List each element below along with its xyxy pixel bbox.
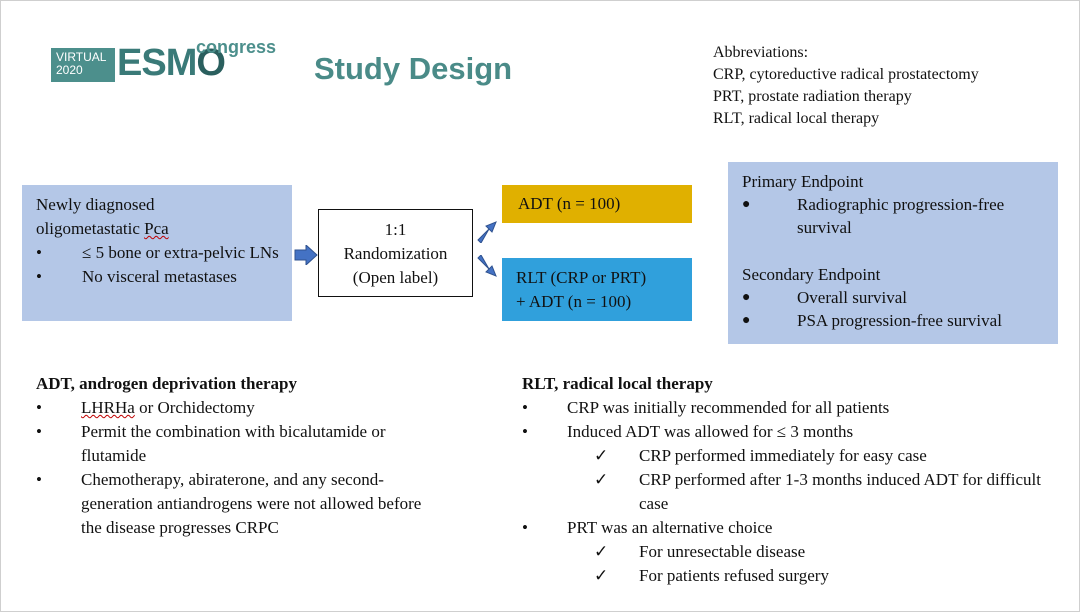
bullet-dot: •: [522, 518, 528, 537]
population-line2: oligometastatic Pca: [36, 217, 292, 241]
list-item-text: Permit the combination with bicalutamide…: [81, 422, 386, 465]
secondary-endpoint-text: Overall survival: [797, 288, 907, 307]
right-arrow-icon: [294, 245, 318, 265]
check-icon: ✓: [594, 566, 609, 585]
esmo-logo-wordmark: ESMO: [117, 41, 226, 85]
population-line2-text: oligometastatic: [36, 219, 145, 238]
population-line1: Newly diagnosed: [36, 195, 155, 214]
adt-section: ADT, androgen deprivation therapy • LHRH…: [36, 372, 476, 540]
check-item: ✓ For unresectable disease: [522, 540, 1052, 564]
abbreviation-prt: PRT, prostate radiation therapy: [713, 88, 912, 105]
bullet-dot: ●: [742, 313, 751, 328]
rlt-section: RLT, radical local therapy • CRP was ini…: [522, 372, 1052, 588]
bullet-dot: •: [36, 267, 42, 286]
list-item: • CRP was initially recommended for all …: [522, 396, 1052, 420]
bullet-dot: •: [36, 470, 42, 489]
check-item-text: For unresectable disease: [639, 542, 806, 561]
up-right-arrow-icon: [477, 221, 497, 243]
logo-esmo-es: ES: [117, 42, 167, 84]
list-item: • Chemotherapy, abiraterone, and any sec…: [36, 468, 476, 540]
rlt-arm-box: RLT (CRP or PRT) + ADT (n = 100): [502, 258, 692, 321]
check-item: ✓ For patients refused surgery: [522, 564, 1052, 588]
list-item: • Permit the combination with bicalutami…: [36, 420, 476, 468]
randomization-label: Randomization: [343, 244, 448, 263]
slide-title: Study Design: [314, 51, 513, 86]
list-item-text: CRP was initially recommended for all pa…: [567, 398, 890, 417]
abbreviation-rlt: RLT, radical local therapy: [713, 110, 880, 127]
list-item: • PRT was an alternative choice: [522, 516, 1052, 540]
check-item: ✓ CRP performed after 1-3 months induced…: [522, 468, 1052, 516]
down-right-arrow-icon: [477, 255, 497, 277]
check-item-text: CRP performed after 1-3 months induced A…: [639, 470, 1041, 513]
list-item-rest: or Orchidectomy: [134, 398, 255, 417]
list-item: • Induced ADT was allowed for ≤ 3 months: [522, 420, 1052, 444]
list-item-text: Chemotherapy, abiraterone, and any secon…: [81, 470, 422, 537]
abbreviations-block: Abbreviations: CRP, cytoreductive radica…: [713, 42, 979, 130]
primary-endpoint-title: Primary Endpoint: [742, 172, 864, 191]
list-item-text: PRT was an alternative choice: [567, 518, 773, 537]
abbreviation-crp: CRP, cytoreductive radical prostatectomy: [713, 66, 979, 83]
abbreviations-heading: Abbreviations:: [713, 44, 809, 61]
population-bullet: • ≤ 5 bone or extra-pelvic LNs: [36, 241, 292, 265]
logo-virtual-text: VIRTUAL: [56, 50, 107, 64]
population-pca-text: Pca: [144, 219, 169, 238]
population-bullet-text: No visceral metastases: [82, 267, 237, 286]
secondary-endpoint-text: PSA progression-free survival: [797, 311, 1002, 330]
check-item-text: CRP performed immediately for easy case: [639, 446, 927, 465]
logo-esmo-m: M: [165, 42, 198, 84]
primary-endpoint-item: ● Radiographic progression-free survival: [742, 193, 1058, 239]
bullet-dot: ●: [742, 290, 751, 305]
rlt-arm-line1: RLT (CRP or PRT): [516, 268, 647, 287]
logo-congress-text: congress: [196, 37, 277, 57]
rlt-arm-line2: + ADT (n = 100): [516, 292, 632, 311]
check-item: ✓ CRP performed immediately for easy cas…: [522, 444, 1052, 468]
logo-year-text: 2020: [56, 63, 83, 77]
check-item-text: For patients refused surgery: [639, 566, 829, 585]
population-box: Newly diagnosed oligometastatic Pca • ≤ …: [22, 185, 292, 321]
logo-esmo-o: O: [196, 42, 226, 84]
population-bullet-text: ≤ 5 bone or extra-pelvic LNs: [82, 243, 279, 262]
primary-endpoint-text: Radiographic progression-free survival: [797, 195, 1005, 237]
secondary-endpoint-item: ● PSA progression-free survival: [742, 309, 1058, 332]
check-icon: ✓: [594, 470, 609, 489]
check-icon: ✓: [594, 446, 609, 465]
population-bullet: • No visceral metastases: [36, 265, 292, 289]
secondary-endpoint-title: Secondary Endpoint: [742, 265, 881, 284]
randomization-box: 1:1 Randomization (Open label): [318, 209, 473, 297]
bullet-dot: •: [36, 422, 42, 441]
check-icon: ✓: [594, 542, 609, 561]
bullet-dot: •: [36, 398, 42, 417]
randomization-sub: (Open label): [352, 268, 439, 287]
bullet-dot: ●: [742, 197, 751, 212]
esmo-logo-virtual-badge: VIRTUAL 2020: [51, 48, 115, 82]
bullet-dot: •: [36, 243, 42, 262]
list-item-text: Induced ADT was allowed for ≤ 3 months: [567, 422, 854, 441]
adt-arm-box: ADT (n = 100): [502, 185, 692, 223]
rlt-section-heading: RLT, radical local therapy: [522, 374, 713, 393]
endpoints-box: Primary Endpoint ● Radiographic progress…: [728, 162, 1058, 344]
bullet-dot: •: [522, 398, 528, 417]
adt-section-heading: ADT, androgen deprivation therapy: [36, 374, 298, 393]
lhrha-text: LHRHa: [81, 398, 135, 417]
secondary-endpoint-item: ● Overall survival: [742, 286, 1058, 309]
list-item: • LHRHa or Orchidectomy: [36, 396, 476, 420]
randomization-ratio: 1:1: [384, 220, 407, 239]
bullet-dot: •: [522, 422, 528, 441]
list-item-text: LHRHa or Orchidectomy: [81, 396, 476, 420]
